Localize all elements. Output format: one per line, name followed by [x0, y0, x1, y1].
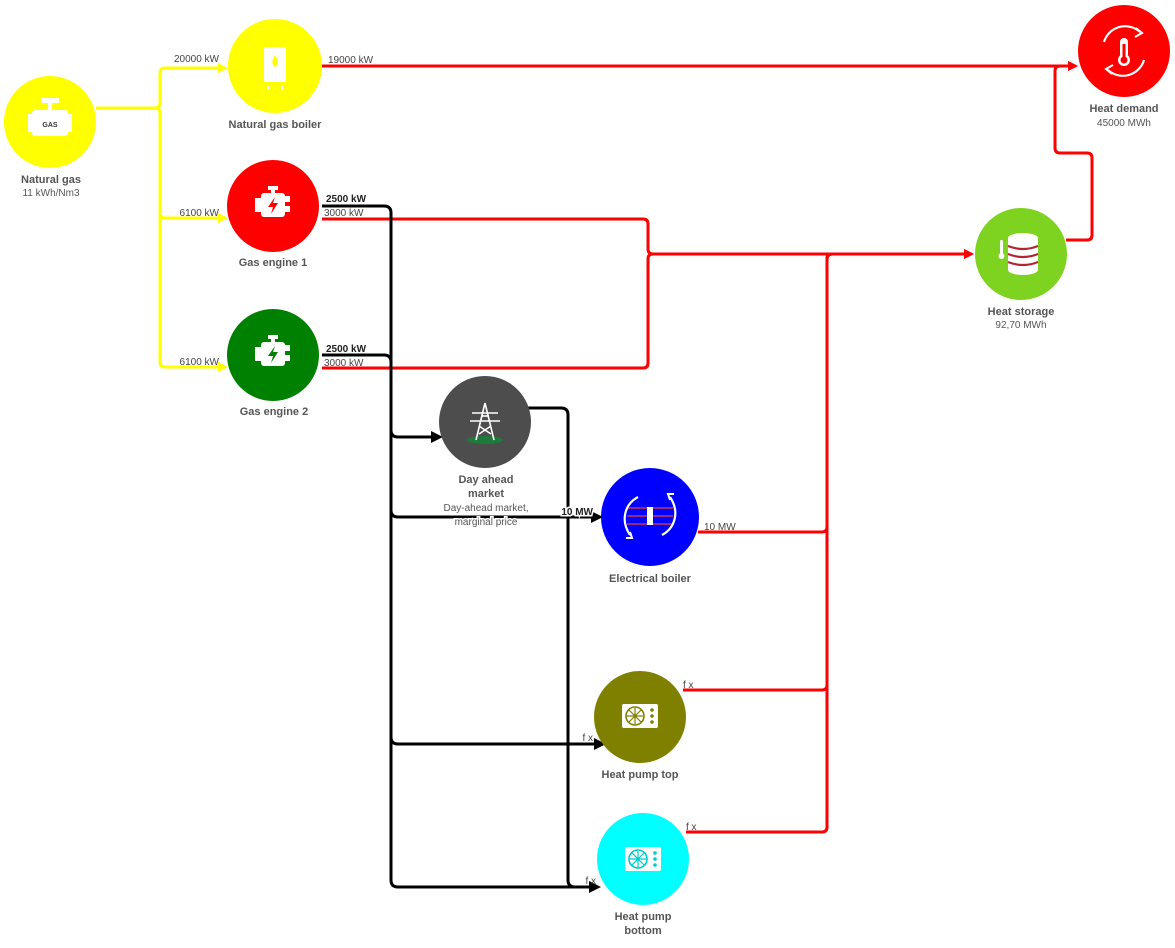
node-gas-engine-1[interactable]: Gas engine 1 — [227, 160, 319, 269]
gas-boiler-label: Natural gas boiler — [229, 119, 323, 131]
label-gas-to-engine1: 6100 kW — [180, 208, 220, 219]
power-tower-icon — [467, 402, 503, 444]
market-sub-line1: Day-ahead market, — [443, 503, 528, 514]
market-label-line2: market — [468, 488, 504, 500]
market-sub-line2: marginal price — [455, 517, 518, 528]
node-gas-engine-2[interactable]: Gas engine 2 — [227, 309, 319, 418]
edge-bus-to-eboiler[interactable] — [389, 509, 603, 523]
edge-gas-to-boiler[interactable] — [96, 63, 228, 110]
label-gas-to-engine2: 6100 kW — [180, 357, 220, 368]
hp-bottom-label-line2: bottom — [624, 925, 661, 937]
hp-top-label: Heat pump top — [602, 769, 679, 781]
natural-gas-label: Natural gas — [21, 174, 81, 186]
edge-engine1-power-bus[interactable] — [322, 204, 601, 893]
heat-pump-icon — [622, 704, 658, 728]
boiler-icon — [264, 47, 286, 90]
label-eboiler-out: 10 MW — [704, 522, 736, 533]
gas-engine-2-label: Gas engine 2 — [240, 406, 308, 418]
heat-pump-icon — [625, 847, 661, 871]
label-boiler-heat: 19000 kW — [328, 55, 374, 66]
node-heat-pump-bottom[interactable]: Heat pump bottom — [597, 813, 689, 937]
engine-icon — [255, 186, 290, 217]
engine-icon — [255, 335, 290, 366]
edge-engine2-power[interactable] — [322, 353, 393, 363]
label-engine2-power: 2500 kW — [326, 344, 367, 355]
node-gas-boiler[interactable]: Natural gas boiler — [228, 19, 322, 131]
label-hp-bottom-in: f x — [585, 876, 596, 887]
edge-eboiler-to-storage[interactable] — [698, 252, 972, 534]
svg-text:GAS: GAS — [42, 122, 58, 129]
edge-bus-to-market[interactable] — [389, 429, 443, 443]
edge-labels: 20000 kW 6100 kW 6100 kW 19000 kW 2500 k… — [174, 54, 736, 887]
label-engine1-heat: 3000 kW — [324, 208, 364, 219]
thermometer-cycle-icon — [1102, 25, 1146, 77]
edge-gas-to-engine2[interactable] — [96, 106, 228, 372]
natural-gas-sub: 11 kWh/Nm3 — [22, 188, 79, 199]
demand-label: Heat demand — [1089, 103, 1158, 115]
label-hp-top-out: f x — [683, 680, 694, 691]
node-heat-pump-top[interactable]: Heat pump top — [594, 671, 686, 781]
gas-valve-icon: GAS — [28, 98, 72, 136]
label-hp-bottom-out: f x — [686, 822, 697, 833]
electric-edges — [322, 204, 606, 893]
edge-engine1-to-storage[interactable] — [322, 217, 974, 259]
gas-edges — [96, 63, 228, 372]
storage-label: Heat storage — [988, 306, 1055, 318]
node-heat-storage[interactable]: Heat storage 92,70 MWh — [975, 208, 1067, 331]
hp-bottom-label-line1: Heat pump — [615, 911, 672, 923]
edge-storage-to-demand[interactable] — [1053, 61, 1094, 242]
edge-hp-bottom-to-storage[interactable] — [686, 252, 972, 834]
gas-engine-1-label: Gas engine 1 — [239, 257, 307, 269]
label-eboiler-in: 10 MW — [561, 507, 593, 518]
node-electrical-boiler[interactable]: Electrical boiler — [601, 468, 699, 585]
electric-boiler-icon — [623, 493, 677, 539]
label-gas-to-boiler: 20000 kW — [174, 54, 220, 65]
market-label-line1: Day ahead — [458, 474, 513, 486]
demand-sub: 45000 MWh — [1097, 118, 1151, 129]
market-circle[interactable] — [439, 376, 531, 468]
storage-tank-icon — [998, 233, 1039, 275]
label-engine2-heat: 3000 kW — [324, 358, 364, 369]
edge-market-down[interactable] — [528, 406, 598, 889]
node-natural-gas[interactable]: GAS Natural gas 11 kWh/Nm3 — [4, 76, 96, 199]
edge-engine2-to-storage[interactable] — [322, 249, 974, 370]
eboiler-label: Electrical boiler — [609, 573, 692, 585]
label-engine1-power: 2500 kW — [326, 194, 367, 205]
label-hp-top-in: f x — [582, 733, 593, 744]
node-heat-demand[interactable]: Heat demand 45000 MWh — [1078, 5, 1170, 129]
heat-edges — [322, 61, 1094, 834]
storage-sub: 92,70 MWh — [995, 320, 1046, 331]
node-day-ahead-market[interactable]: Day ahead market Day-ahead market, margi… — [439, 376, 531, 530]
edge-bus-to-hp-top[interactable] — [389, 736, 606, 750]
